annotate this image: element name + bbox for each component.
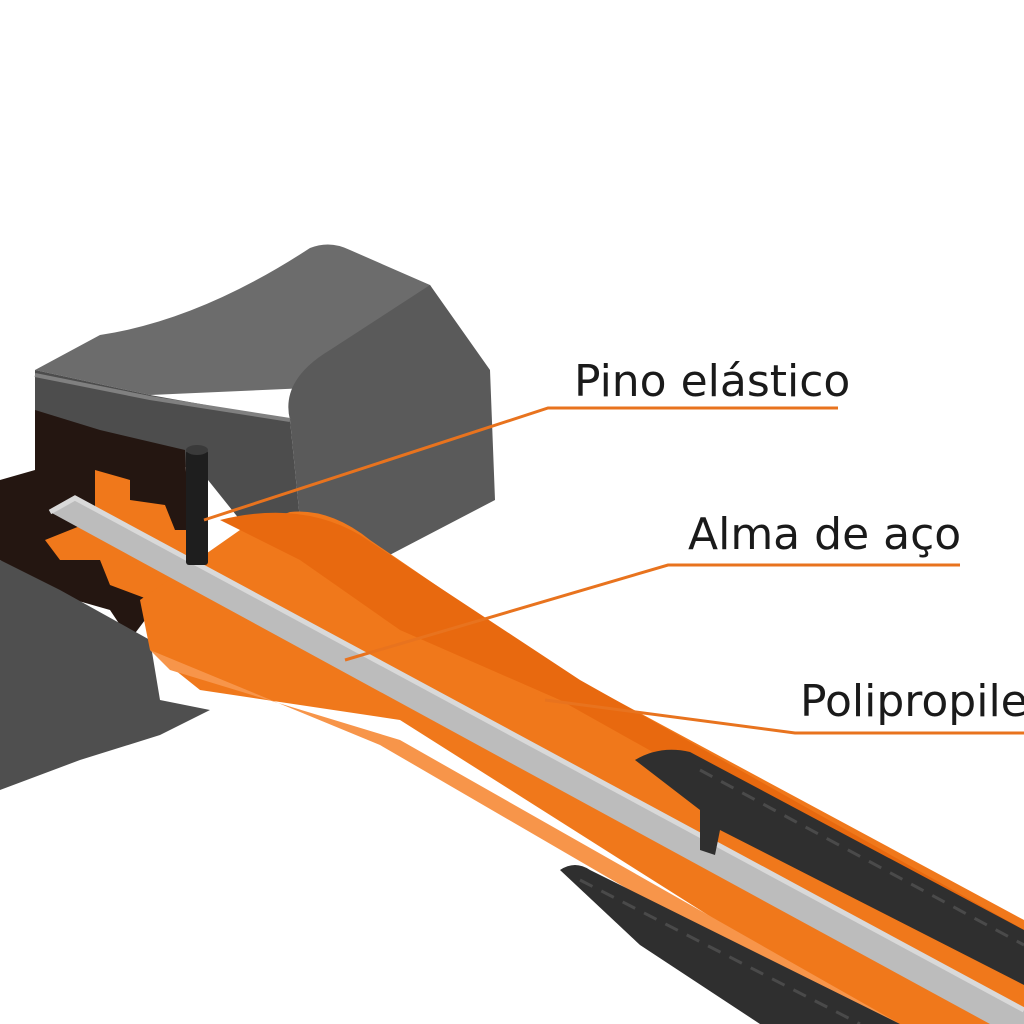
elastic-pin: [186, 445, 208, 565]
elastic-pin-top: [186, 445, 208, 455]
grip-lower: [560, 865, 900, 1024]
callout-label-pin: Pino elástico: [574, 356, 851, 407]
callout-label-handle: Polipropile: [800, 676, 1024, 727]
grip-upper-band: [635, 749, 1024, 985]
leader-line-pin: [203, 406, 838, 522]
leader-line-handle: [544, 698, 1024, 735]
handle-top-ridge: [220, 512, 1024, 960]
grip-upper: [635, 749, 1024, 985]
head-right-face: [288, 285, 495, 560]
handle-highlight: [150, 650, 900, 1024]
elastic-pin-body: [186, 450, 208, 565]
hammer-head-lower: [0, 560, 210, 790]
grip-lower-ribs: [579, 878, 861, 1024]
steel-core: [50, 498, 1024, 1024]
head-rim: [34, 373, 291, 422]
callout-label-core: Alma de aço: [688, 509, 962, 560]
grip-lower-band: [560, 865, 900, 1024]
leader-line-core: [344, 563, 960, 662]
grip-upper-ribs: [699, 768, 1024, 947]
